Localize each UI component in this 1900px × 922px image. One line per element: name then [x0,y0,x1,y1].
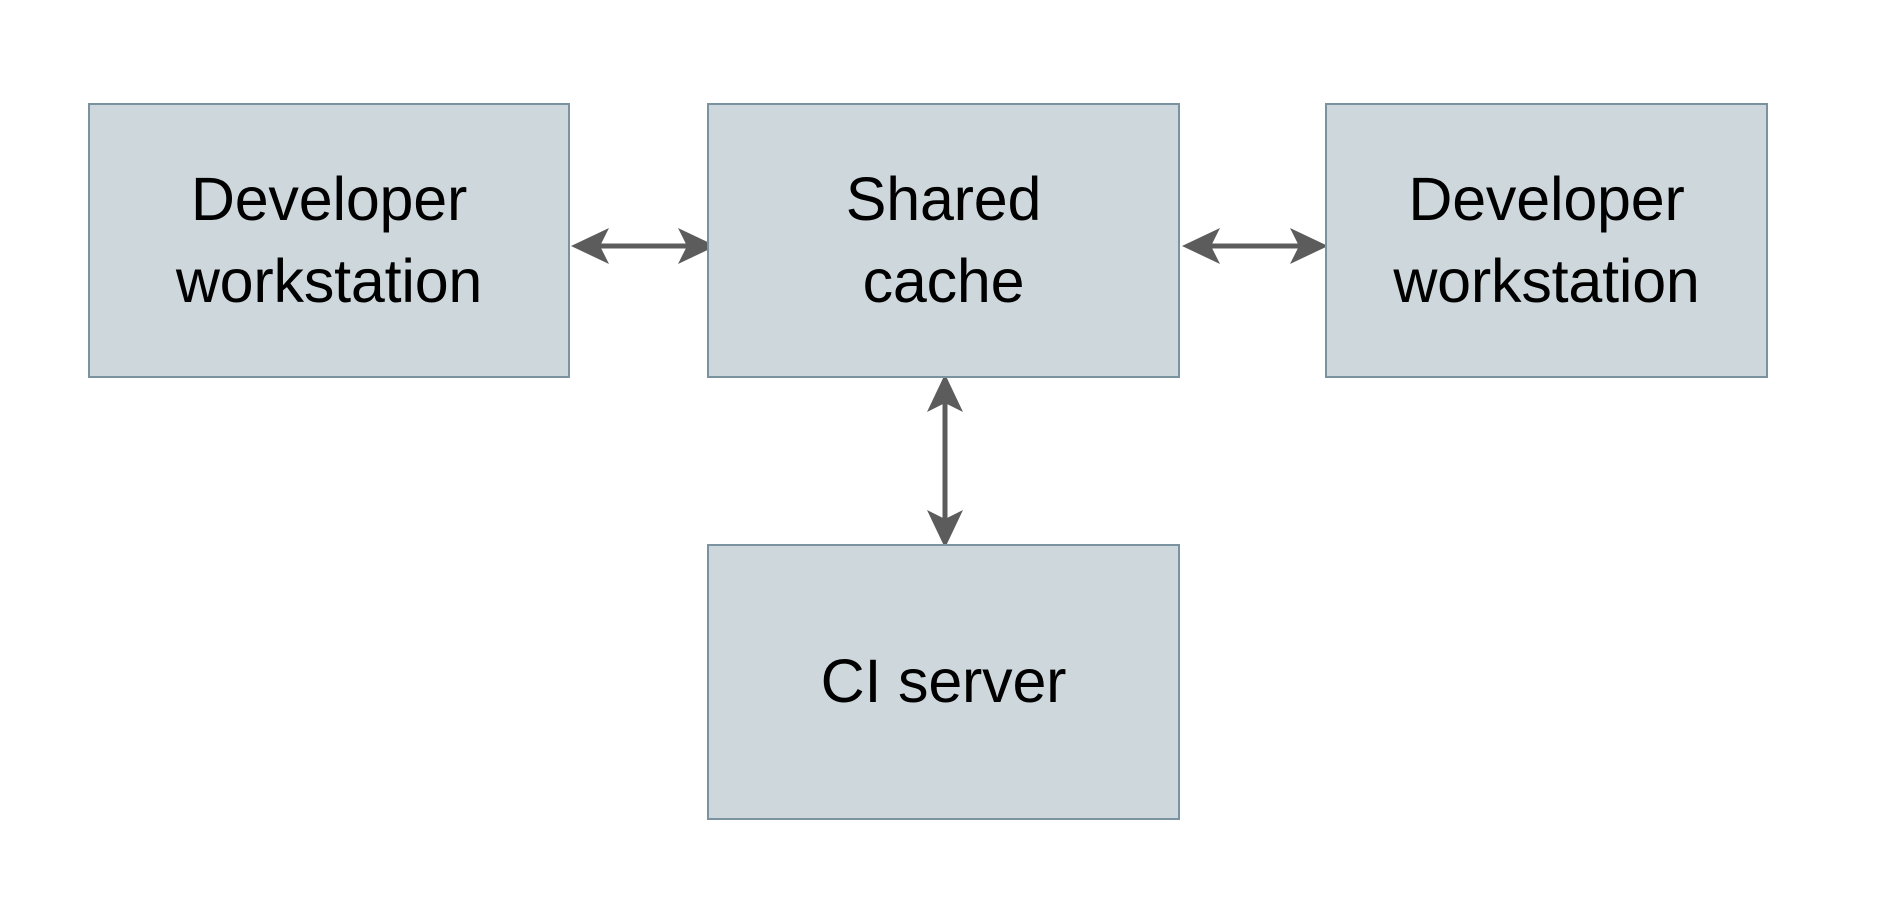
edge-shared-cache-ci-server [927,374,963,548]
edge-dev-left-shared-cache [571,228,716,264]
arrow-head-up [927,374,963,412]
arrow-head-left [571,228,609,264]
node-shared-cache[interactable]: Shared cache [707,103,1180,378]
node-label: Developer workstation [1393,165,1700,315]
arrow-head-down [927,510,963,548]
arrow-head-right [1290,228,1328,264]
node-developer-workstation-right[interactable]: Developer workstation [1325,103,1768,378]
node-label: Developer workstation [175,165,483,315]
edge-shared-cache-dev-right [1182,228,1328,264]
arrow-head-left [1182,228,1220,264]
node-label: Shared cache [845,165,1042,315]
node-developer-workstation-left[interactable]: Developer workstation [88,103,570,378]
node-ci-server[interactable]: CI server [707,544,1180,820]
node-label: CI server [820,647,1067,716]
